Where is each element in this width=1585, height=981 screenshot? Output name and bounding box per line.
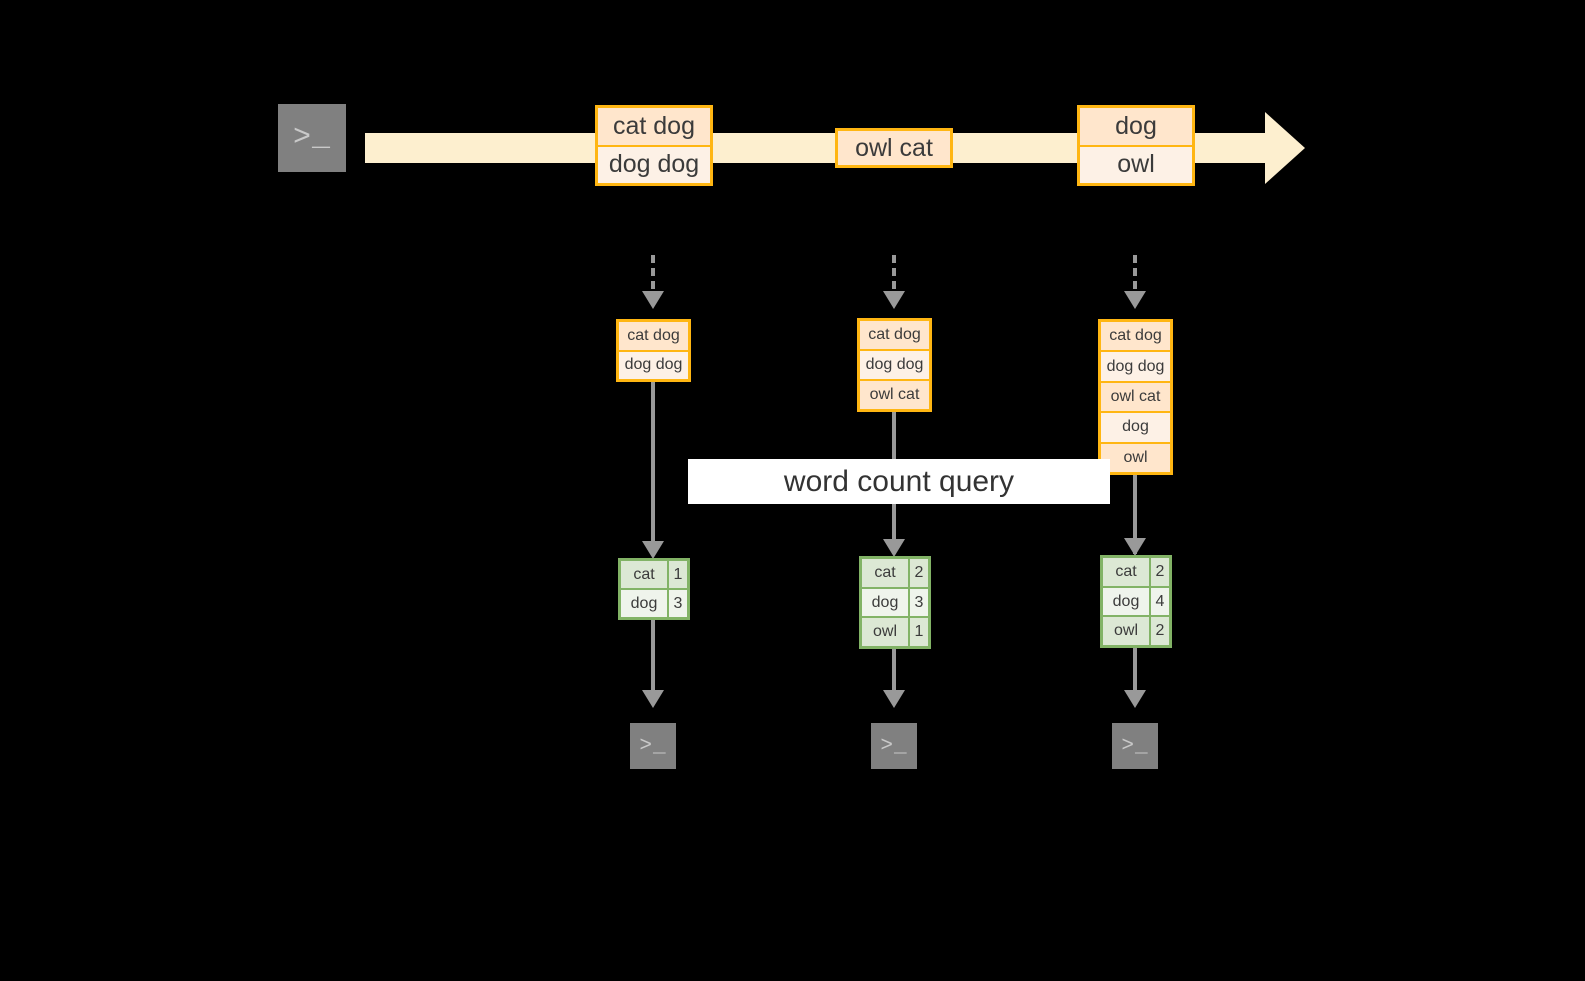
message-line: cat dog <box>612 111 695 140</box>
message-line: dog dog <box>598 144 710 183</box>
message-line: dog <box>1115 111 1157 140</box>
stream-message-2[interactable]: owl cat <box>835 128 953 168</box>
table-row: owl 2 <box>1103 615 1169 646</box>
snapshot-line: dog dog <box>860 349 929 379</box>
snapshot-connector-arrowhead-1 <box>642 291 664 309</box>
result-word: cat <box>862 559 908 587</box>
result-word: dog <box>862 588 908 617</box>
result-word: owl <box>1103 617 1149 646</box>
snapshot-line: dog dog <box>1101 350 1170 381</box>
terminal-prompt-glyph: >_ <box>880 734 908 758</box>
message-line: owl cat <box>855 133 933 162</box>
snapshot-connector-dashed-1 <box>651 255 655 293</box>
snapshot-connector-arrowhead-3 <box>1124 291 1146 309</box>
query-connector-3 <box>1133 475 1137 554</box>
stream-message-1[interactable]: cat dog dog dog <box>595 105 713 186</box>
result-table-2[interactable]: cat 2 dog 3 owl 1 <box>859 556 931 649</box>
result-word: dog <box>1103 587 1149 616</box>
stream-arrowhead <box>1265 112 1305 184</box>
message-line: owl <box>1080 144 1192 183</box>
query-label: word count query <box>688 459 1110 504</box>
sink-terminal-icon-1[interactable]: >_ <box>622 715 684 777</box>
snapshot-stack-3[interactable]: cat dog dog dog owl cat dog owl <box>1098 319 1173 475</box>
sink-connector-arrowhead-3 <box>1124 690 1146 708</box>
result-word: owl <box>862 618 908 647</box>
query-connector-arrowhead-2 <box>883 539 905 557</box>
result-table-3[interactable]: cat 2 dog 4 owl 2 <box>1100 555 1172 648</box>
sink-terminal-icon-3[interactable]: >_ <box>1104 715 1166 777</box>
snapshot-line: cat dog <box>627 326 680 344</box>
result-count: 3 <box>667 590 687 617</box>
snapshot-connector-dashed-3 <box>1133 255 1137 293</box>
terminal-prompt-glyph: >_ <box>1121 734 1149 758</box>
snapshot-line: owl cat <box>1101 380 1170 411</box>
result-count: 2 <box>1149 617 1169 646</box>
result-word: cat <box>1103 558 1149 586</box>
stream-message-3[interactable]: dog owl <box>1077 105 1195 186</box>
table-row: cat 1 <box>621 561 687 588</box>
query-connector-arrowhead-1 <box>642 541 664 559</box>
sink-connector-arrowhead-2 <box>883 690 905 708</box>
query-label-text: word count query <box>783 464 1015 498</box>
snapshot-connector-arrowhead-2 <box>883 291 905 309</box>
result-count: 2 <box>908 559 928 587</box>
snapshot-line: owl <box>1101 441 1170 472</box>
table-row: cat 2 <box>1103 558 1169 586</box>
result-count: 3 <box>908 588 928 617</box>
result-count: 2 <box>1149 558 1169 586</box>
query-connector-1 <box>651 382 655 554</box>
sink-connector-2 <box>892 649 896 700</box>
table-row: cat 2 <box>862 559 928 587</box>
table-row: owl 1 <box>862 616 928 647</box>
table-row: dog 3 <box>621 588 687 617</box>
result-word: cat <box>621 561 667 588</box>
source-terminal-icon[interactable]: >_ <box>268 94 356 182</box>
snapshot-stack-2[interactable]: cat dog dog dog owl cat <box>857 318 932 412</box>
snapshot-line: cat dog <box>1109 327 1162 345</box>
snapshot-stack-1[interactable]: cat dog dog dog <box>616 319 691 382</box>
sink-connector-arrowhead-1 <box>642 690 664 708</box>
terminal-prompt-glyph: >_ <box>292 121 331 155</box>
query-connector-arrowhead-3 <box>1124 538 1146 556</box>
snapshot-line: cat dog <box>868 326 921 343</box>
table-row: dog 4 <box>1103 585 1169 616</box>
sink-connector-1 <box>651 620 655 700</box>
result-count: 4 <box>1149 587 1169 616</box>
sink-connector-3 <box>1133 648 1137 700</box>
result-word: dog <box>621 590 667 617</box>
result-count: 1 <box>908 618 928 647</box>
table-row: dog 3 <box>862 586 928 617</box>
snapshot-line: dog dog <box>619 349 688 379</box>
snapshot-line: dog <box>1101 411 1170 442</box>
result-table-1[interactable]: cat 1 dog 3 <box>618 558 690 620</box>
result-count: 1 <box>667 561 687 588</box>
terminal-prompt-glyph: >_ <box>639 734 667 758</box>
snapshot-connector-dashed-2 <box>892 255 896 293</box>
sink-terminal-icon-2[interactable]: >_ <box>863 715 925 777</box>
snapshot-line: owl cat <box>860 379 929 409</box>
